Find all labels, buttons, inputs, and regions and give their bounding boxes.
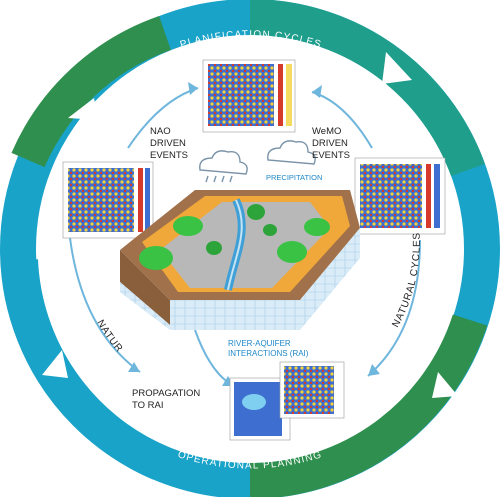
nao-events-label: NAO DRIVEN EVENTS	[150, 126, 188, 161]
ring-label-left: ACTION PLANNING	[46, 193, 63, 305]
ring-arrowhead-bottom-right	[432, 372, 458, 398]
svg-text:PROPAGATION: PROPAGATION	[132, 388, 200, 399]
ring-segment-bottom-right	[249, 314, 488, 497]
propagation-label: PROPAGATION TO RAI	[132, 388, 200, 411]
wavelet-plot-right	[354, 157, 446, 235]
cloud-icon	[267, 140, 316, 165]
svg-text:NAO: NAO	[150, 126, 171, 137]
arrowhead-nao	[188, 82, 198, 95]
wavelet-plot-left	[62, 161, 154, 239]
arrow-right-cycle	[367, 239, 421, 377]
wavelet-plot-top	[202, 59, 296, 133]
rain-cloud-icon	[199, 150, 248, 183]
natural-cycles-right-label: NATURAL CYCLES	[390, 232, 422, 329]
arrowhead-wemo	[312, 85, 322, 98]
ring-segment-bottom-left	[2, 258, 168, 480]
arrow-rai-down	[194, 329, 233, 386]
svg-text:DRIVEN: DRIVEN	[312, 138, 348, 149]
svg-text:RIVER-AQUIFER: RIVER-AQUIFER	[228, 339, 291, 348]
arrowhead-right-cycle	[368, 364, 380, 376]
ring-arrowhead-top-right	[382, 52, 412, 84]
ring-segment-top-left	[11, 15, 172, 168]
svg-text:TO RAI: TO RAI	[132, 400, 164, 411]
wavelet-plot-bottom	[229, 361, 345, 441]
inner-cycle-arrows	[69, 82, 421, 386]
svg-text:DRIVEN: DRIVEN	[150, 138, 186, 149]
svg-text:WeMO: WeMO	[312, 126, 341, 137]
ring-arrowhead-top-left	[68, 98, 98, 120]
svg-text:EVENTS: EVENTS	[312, 150, 350, 161]
aquifer-landscape-block	[120, 190, 360, 330]
svg-text:EVENTS: EVENTS	[150, 150, 188, 161]
precipitation-label: PRECIPITATION	[266, 173, 322, 182]
wemo-events-label: WeMO DRIVEN EVENTS	[312, 126, 350, 161]
rai-label: RIVER-AQUIFER INTERACTIONS (RAI)	[228, 339, 309, 358]
svg-text:INTERACTIONS (RAI): INTERACTIONS (RAI)	[228, 349, 309, 358]
ring-segment-top-right	[249, 0, 485, 177]
ring-arrowhead-bottom-left	[42, 350, 68, 378]
arrowhead-left-cycle	[128, 362, 140, 372]
arrow-left-cycle	[69, 237, 141, 373]
